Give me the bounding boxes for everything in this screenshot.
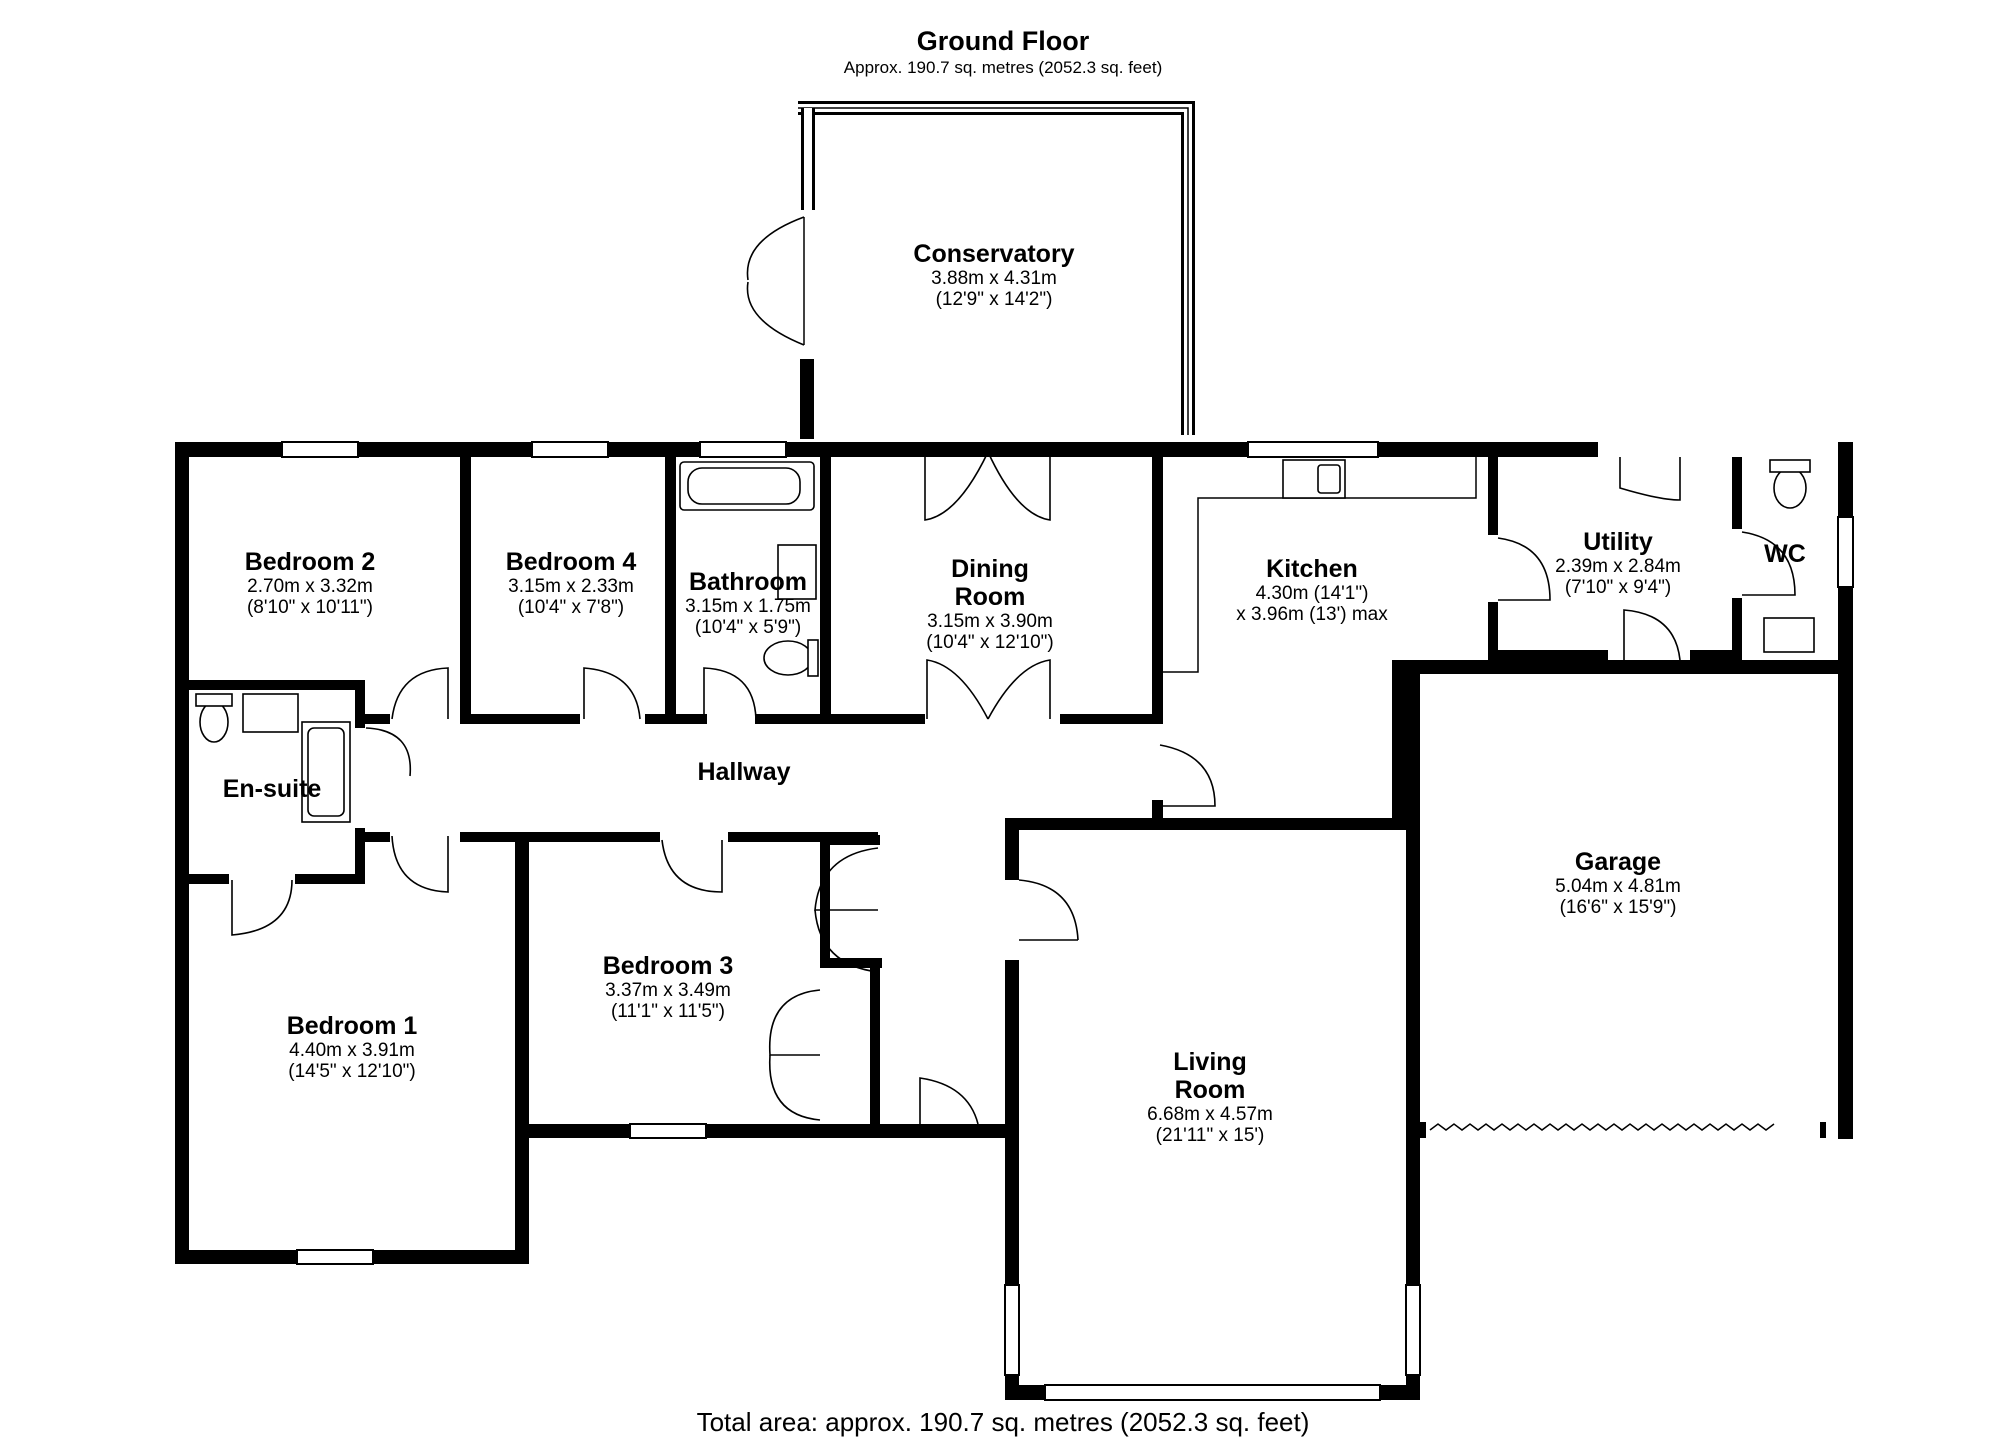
- room-name-line-1: Dining: [951, 555, 1029, 583]
- room-kitchen: Kitchen 4.30m (14'1") x 3.96m (13') max: [1236, 555, 1387, 626]
- floor-title: Ground Floor: [916, 26, 1090, 56]
- room-conservatory: Conservatory 3.88m x 4.31m (12'9" x 14'2…: [913, 240, 1074, 311]
- room-dimensions-imperial: (10'4" x 7'8"): [517, 597, 625, 619]
- room-dimensions-metric: 4.30m (14'1"): [1255, 583, 1369, 604]
- room-name: Bedroom 3: [602, 952, 734, 980]
- room-name: En-suite: [222, 775, 322, 803]
- room-name: Bedroom 4: [505, 548, 637, 576]
- room-garage: Garage 5.04m x 4.81m (16'6" x 15'9"): [1555, 848, 1681, 919]
- room-dimensions-imperial: (8'10" x 10'11"): [246, 597, 373, 619]
- room-dimensions-metric: 5.04m x 4.81m: [1555, 876, 1681, 897]
- room-name: Bedroom 1: [286, 1012, 418, 1040]
- room-dimensions-metric: 3.15m x 2.33m: [508, 576, 634, 597]
- room-dimensions-metric: 6.68m x 4.57m: [1147, 1104, 1273, 1125]
- room-bedroom-2: Bedroom 2 2.70m x 3.32m (8'10" x 10'11"): [245, 548, 376, 619]
- room-en-suite: En-suite: [223, 775, 322, 803]
- room-name: Garage: [1574, 848, 1662, 876]
- room-dimensions-imperial: (10'4" x 12'10"): [926, 632, 1054, 654]
- room-dimensions-imperial: (14'5" x 12'10"): [288, 1061, 416, 1083]
- room-name: Hallway: [697, 758, 791, 786]
- room-dimensions-imperial: (7'10" x 9'4"): [1564, 577, 1672, 599]
- room-dimensions-imperial: (16'6" x 15'9"): [1559, 897, 1677, 919]
- doors: [231, 451, 1796, 1125]
- room-name-line-2: Room: [1174, 1076, 1246, 1104]
- room-dimensions-imperial: (11'1" x 11'5"): [610, 1001, 726, 1023]
- room-name-line-2: Room: [954, 583, 1026, 611]
- room-dimensions-metric: 4.40m x 3.91m: [289, 1040, 415, 1061]
- room-dimensions-metric: 2.70m x 3.32m: [247, 576, 373, 597]
- room-dimensions-metric: 2.39m x 2.84m: [1555, 556, 1681, 577]
- room-dimensions-imperial: x 3.96m (13') max: [1236, 604, 1388, 626]
- floor-subtitle: Approx. 190.7 sq. metres (2052.3 sq. fee…: [843, 58, 1163, 77]
- interior-walls: [189, 442, 1742, 1138]
- room-dimensions-imperial: (10'4" x 5'9"): [694, 617, 802, 639]
- room-dining-room: Dining Room 3.15m x 3.90m (10'4" x 12'10…: [926, 555, 1053, 654]
- room-dimensions-imperial: (12'9" x 14'2"): [935, 289, 1053, 311]
- room-wc: WC: [1764, 540, 1806, 568]
- room-bedroom-1: Bedroom 1 4.40m x 3.91m (14'5" x 12'10"): [287, 1012, 418, 1083]
- room-name: WC: [1764, 540, 1806, 568]
- room-name: Utility: [1583, 528, 1653, 556]
- room-bedroom-3: Bedroom 3 3.37m x 3.49m (11'1" x 11'5"): [603, 952, 734, 1023]
- room-dimensions-metric: 3.88m x 4.31m: [931, 268, 1057, 289]
- room-dimensions-imperial: (21'11" x 15'): [1155, 1125, 1265, 1147]
- conservatory-frame: [746, 101, 1195, 439]
- room-name-line-1: Living: [1173, 1048, 1247, 1076]
- room-dimensions-metric: 3.37m x 3.49m: [605, 980, 731, 1001]
- room-hallway: Hallway: [697, 758, 790, 786]
- room-name: Conservatory: [913, 240, 1075, 268]
- fixtures: [195, 459, 1826, 1138]
- room-dimensions-metric: 3.15m x 1.75m: [685, 596, 811, 617]
- room-dimensions-metric: 3.15m x 3.90m: [927, 611, 1053, 632]
- room-bathroom: Bathroom 3.15m x 1.75m (10'4" x 5'9"): [685, 568, 811, 639]
- room-utility: Utility 2.39m x 2.84m (7'10" x 9'4"): [1555, 528, 1681, 599]
- room-living-room: Living Room 6.68m x 4.57m (21'11" x 15'): [1147, 1048, 1273, 1147]
- room-bedroom-4: Bedroom 4 3.15m x 2.33m (10'4" x 7'8"): [506, 548, 637, 619]
- windows: [281, 441, 1854, 1401]
- room-name: Bedroom 2: [244, 548, 376, 576]
- room-name: Kitchen: [1266, 555, 1358, 583]
- room-name: Bathroom: [688, 568, 808, 596]
- total-area: Total area: approx. 190.7 sq. metres (20…: [696, 1407, 1310, 1437]
